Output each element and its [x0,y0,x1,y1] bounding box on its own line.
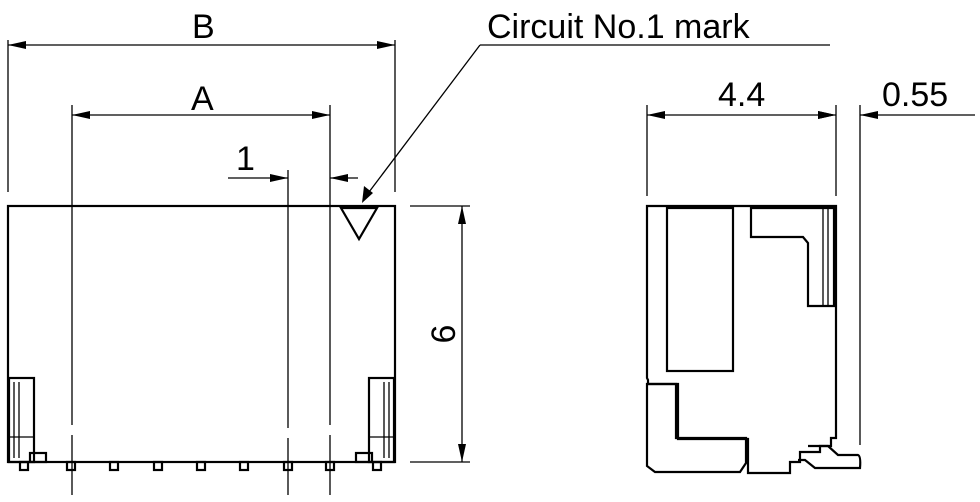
dimension-height: 6 [410,205,470,463]
circuit-mark-triangle [339,206,379,242]
pins [18,460,383,472]
dim-pitch-label: 1 [236,140,255,178]
side-view: 4.4 0.55 [645,76,975,475]
dimension-a: A [71,80,331,495]
dim-offset-label: 0.55 [882,76,948,114]
dim-a-label: A [191,80,214,118]
dim-depth-label: 4.4 [718,76,765,114]
dimension-b: B [7,8,396,192]
callout-label: Circuit No.1 mark [487,8,751,46]
dimension-pitch: 1 [228,140,358,495]
callout-arrow [362,186,373,203]
dim-b-label: B [192,8,215,46]
circuit-no1-callout: Circuit No.1 mark [362,8,830,203]
front-view [6,204,397,472]
dim-height-label: 6 [425,325,463,344]
